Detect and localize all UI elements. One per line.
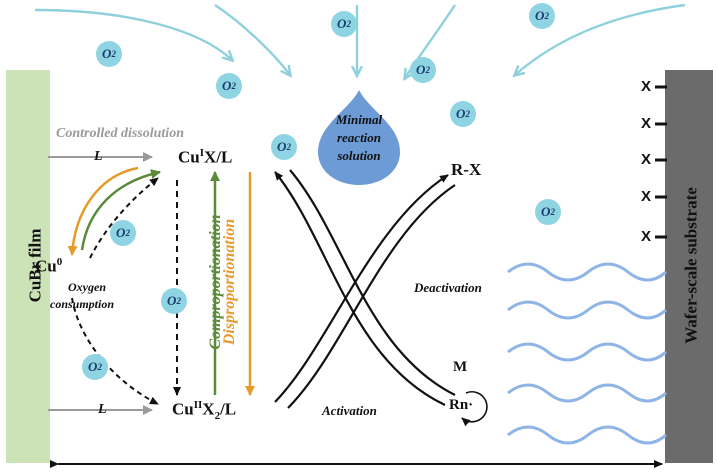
oxygen-arrows — [34, 3, 686, 78]
oxygen-consumption-line1: Oxygen — [68, 280, 106, 294]
cu2-species: CuIIX2/L — [172, 399, 237, 423]
substrate-bar — [665, 70, 713, 463]
ligand-label-top: L — [94, 149, 103, 164]
ligand-label-bottom: L — [98, 402, 107, 417]
solution-waves — [507, 262, 667, 445]
substrate-label: Wafer-scale substrate — [681, 187, 701, 344]
cubr-film-bar — [6, 70, 50, 463]
drop-label-1: Minimal — [335, 112, 383, 127]
dashed-curve-up — [89, 177, 159, 259]
tethered-x: X — [641, 228, 652, 245]
green-curve — [80, 169, 161, 251]
reaction-drop — [318, 90, 400, 185]
radical-label: Rn· — [449, 397, 474, 413]
oxygen-consumption-line2: consumption — [50, 297, 115, 311]
drop-label-2: reaction — [336, 130, 382, 145]
monomer-label: M — [453, 359, 468, 375]
tethered-x: X — [641, 151, 652, 168]
cu0-species: Cu0 — [35, 256, 63, 276]
dashed-curve-down — [71, 297, 159, 405]
deactivation-label: Deactivation — [414, 280, 482, 295]
x-tethers — [655, 85, 667, 239]
tethered-x: X — [641, 188, 652, 205]
exchange-arcs — [274, 169, 456, 409]
disproportionation-label: Disproportionation — [221, 218, 238, 346]
tethered-x: X — [641, 115, 652, 132]
orange-curve — [67, 166, 139, 256]
drop-label-3: solution — [337, 148, 381, 163]
tethered-x: X — [641, 78, 652, 95]
alkyl-halide: R-X — [451, 160, 482, 179]
controlled-dissolution-label: Controlled dissolution — [56, 126, 184, 141]
activation-label: Activation — [322, 403, 377, 418]
radical-loop — [461, 390, 488, 427]
cu1-species: CuIX/L — [178, 147, 233, 167]
